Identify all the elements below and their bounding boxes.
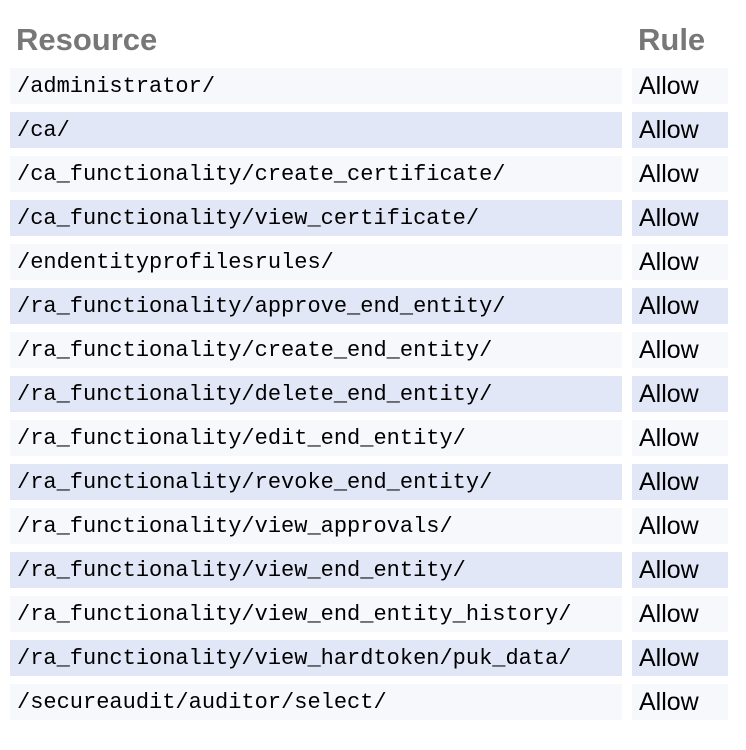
table-row: /ra_functionality/revoke_end_entity/ All… <box>10 464 728 500</box>
resource-cell: /secureaudit/auditor/select/ <box>10 684 622 720</box>
rule-cell: Allow <box>632 376 728 412</box>
rule-cell: Allow <box>632 508 728 544</box>
rule-cell: Allow <box>632 68 728 104</box>
rule-cell: Allow <box>632 684 728 720</box>
resource-cell: /ra_functionality/view_end_entity/ <box>10 552 622 588</box>
resource-cell: /ra_functionality/view_end_entity_histor… <box>10 596 622 632</box>
table-row: /ra_functionality/view_approvals/ Allow <box>10 508 728 544</box>
rule-cell: Allow <box>632 332 728 368</box>
table-row: /administrator/ Allow <box>10 68 728 104</box>
resource-cell: /ra_functionality/view_hardtoken/puk_dat… <box>10 640 622 676</box>
rule-cell: Allow <box>632 464 728 500</box>
table-header-row: Resource Rule <box>10 18 728 60</box>
resource-cell: /endentityprofilesrules/ <box>10 244 622 280</box>
column-header-resource: Resource <box>16 22 158 57</box>
access-rules-table: Resource Rule /administrator/ Allow /ca/… <box>0 10 738 728</box>
resource-cell: /ra_functionality/create_end_entity/ <box>10 332 622 368</box>
table-row: /ca_functionality/create_certificate/ Al… <box>10 156 728 192</box>
rule-cell: Allow <box>632 288 728 324</box>
table-row: /ra_functionality/edit_end_entity/ Allow <box>10 420 728 456</box>
table-row: /ra_functionality/create_end_entity/ All… <box>10 332 728 368</box>
rule-cell: Allow <box>632 640 728 676</box>
rule-cell: Allow <box>632 156 728 192</box>
resource-cell: /ra_functionality/approve_end_entity/ <box>10 288 622 324</box>
resource-cell: /ca_functionality/view_certificate/ <box>10 200 622 236</box>
table-row: /ra_functionality/view_end_entity/ Allow <box>10 552 728 588</box>
table-row: /ra_functionality/delete_end_entity/ All… <box>10 376 728 412</box>
resource-cell: /administrator/ <box>10 68 622 104</box>
resource-cell: /ra_functionality/revoke_end_entity/ <box>10 464 622 500</box>
table-row: /ca/ Allow <box>10 112 728 148</box>
rule-cell: Allow <box>632 596 728 632</box>
table-row: /ra_functionality/view_end_entity_histor… <box>10 596 728 632</box>
rule-cell: Allow <box>632 244 728 280</box>
resource-cell: /ra_functionality/delete_end_entity/ <box>10 376 622 412</box>
rule-cell: Allow <box>632 420 728 456</box>
table-row: /endentityprofilesrules/ Allow <box>10 244 728 280</box>
resource-cell: /ra_functionality/view_approvals/ <box>10 508 622 544</box>
resource-cell: /ra_functionality/edit_end_entity/ <box>10 420 622 456</box>
resource-cell: /ca/ <box>10 112 622 148</box>
table-row: /secureaudit/auditor/select/ Allow <box>10 684 728 720</box>
table-row: /ra_functionality/approve_end_entity/ Al… <box>10 288 728 324</box>
table-row: /ca_functionality/view_certificate/ Allo… <box>10 200 728 236</box>
table-row: /ra_functionality/view_hardtoken/puk_dat… <box>10 640 728 676</box>
rule-cell: Allow <box>632 112 728 148</box>
column-header-rule: Rule <box>638 22 706 57</box>
rule-cell: Allow <box>632 200 728 236</box>
rule-cell: Allow <box>632 552 728 588</box>
resource-cell: /ca_functionality/create_certificate/ <box>10 156 622 192</box>
